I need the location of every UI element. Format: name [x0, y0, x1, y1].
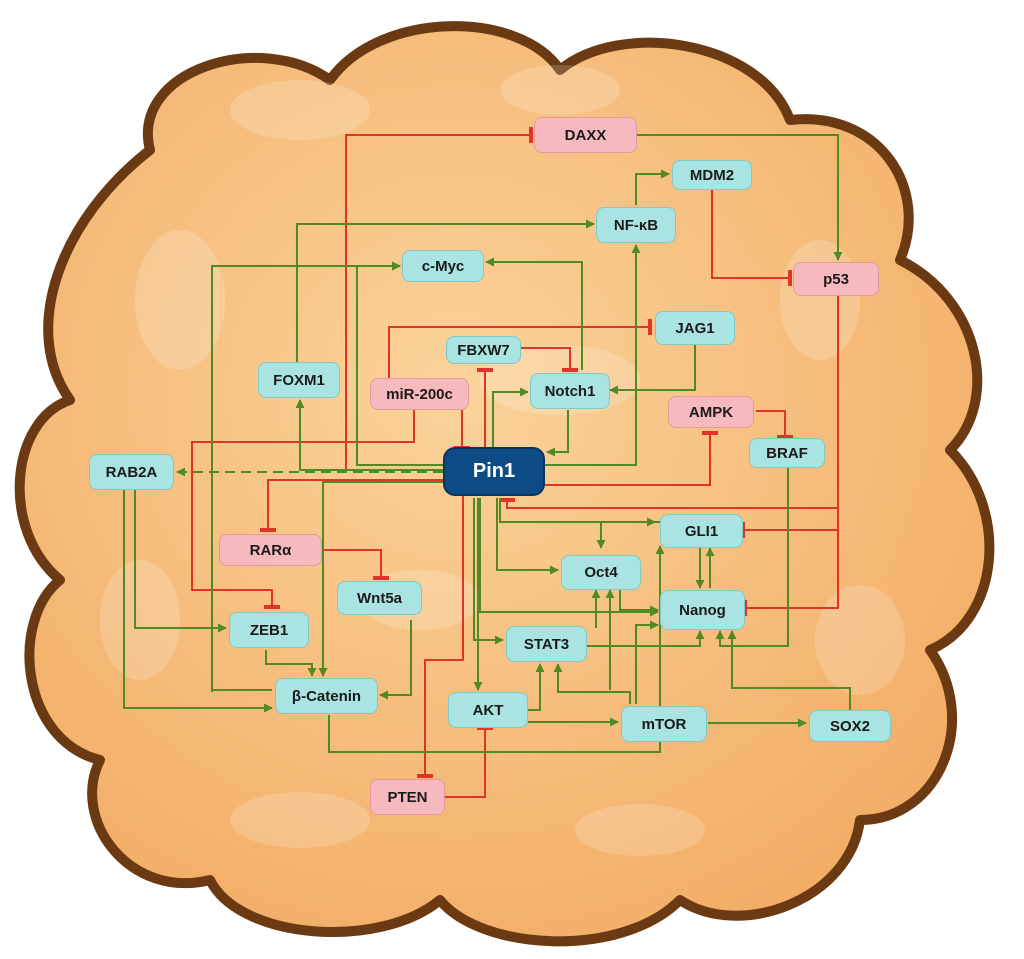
edge-jag1-activates-notch1 — [609, 345, 696, 395]
activation-edges — [123, 134, 851, 753]
node-daxx[interactable]: DAXX — [534, 117, 637, 153]
edge-pin1-activates-notch1 — [492, 387, 529, 455]
edge-foxm1-activates-nfkb — [296, 219, 595, 362]
node-pten[interactable]: PTEN — [370, 779, 445, 815]
node-gli1[interactable]: GLI1 — [660, 514, 743, 548]
edge-wnt5a-activates-bcatenin — [379, 620, 412, 700]
edge-fbxw7-inhibits-notch1 — [521, 347, 578, 372]
edge-pin1-activates-stat3 — [473, 498, 504, 645]
node-wnt5a[interactable]: Wnt5a — [337, 581, 422, 615]
edge-zeb1-activates-bcatenin — [265, 650, 317, 677]
edge-pin1-activates-nfkb — [545, 244, 641, 466]
node-zeb1[interactable]: ZEB1 — [229, 612, 309, 648]
edge-pin1-activates-oct4 — [496, 498, 559, 575]
edge-pin1-activates-bcatenin — [318, 481, 443, 677]
node-notch1[interactable]: Notch1 — [530, 373, 610, 409]
edge-rara-inhibits-wnt5a — [322, 549, 389, 580]
edge-daxx-activates-p53 — [637, 134, 843, 261]
edge-notch1-activates-pin1 — [546, 410, 569, 457]
edge-activates-cmyc-left — [211, 261, 401, 692]
node-oct4[interactable]: Oct4 — [561, 555, 641, 590]
edge-akt-activates-stat3 — [528, 663, 545, 711]
edge-p53-inhibits-pin1 — [499, 498, 838, 509]
edge-notch1-activates-cmyc — [485, 257, 583, 370]
edge-inhibits-jag1 — [388, 319, 652, 378]
node-sox2[interactable]: SOX2 — [809, 710, 891, 742]
node-pin1-hub[interactable]: Pin1 — [443, 447, 545, 496]
edge-pin1-inhibits-ampk — [545, 431, 718, 486]
edge-sox2-activates-nanog — [727, 630, 851, 710]
edge-braf-activates-nanog — [715, 466, 789, 647]
node-cmyc[interactable]: c-Myc — [402, 250, 484, 282]
edge-p53-inhibits-nanog — [743, 508, 839, 616]
edge-mtor-activates-stat3 — [553, 663, 631, 704]
node-stat3[interactable]: STAT3 — [506, 626, 587, 662]
node-rab2a[interactable]: RAB2A — [89, 454, 174, 490]
edge-nfkb-activates-mdm2 — [635, 169, 670, 205]
node-mtor[interactable]: mTOR — [621, 706, 707, 742]
node-fbxw7[interactable]: FBXW7 — [446, 336, 521, 364]
edge-ampk-inhibits-braf — [756, 410, 793, 439]
edge-mtor-activates-nanog — [635, 620, 659, 704]
node-rara[interactable]: RARα — [219, 534, 322, 566]
edge-mir200c-inhibits-zeb1 — [191, 410, 415, 609]
node-braf[interactable]: BRAF — [749, 438, 825, 468]
node-p53[interactable]: p53 — [793, 262, 879, 296]
edge-mdm2-inhibits-p53 — [711, 188, 792, 286]
edge-pin1-inhibits-pten — [417, 490, 464, 778]
node-bcatenin[interactable]: β-Catenin — [275, 678, 378, 714]
edge-gli1-activates-oct4 — [596, 521, 660, 549]
edge-rab2a-activates-zeb1 — [134, 490, 227, 633]
edge-stat3-activates-nanog — [587, 630, 705, 647]
edge-bcatenin-activates-pin1-loop — [328, 545, 665, 753]
node-foxm1[interactable]: FOXM1 — [258, 362, 340, 398]
inhibition-edges — [191, 127, 839, 798]
node-nanog[interactable]: Nanog — [660, 590, 745, 630]
node-nfkb[interactable]: NF-κB — [596, 207, 676, 243]
edge-pin1-activates-foxm1 — [295, 399, 443, 471]
node-mdm2[interactable]: MDM2 — [672, 160, 752, 190]
node-akt[interactable]: AKT — [448, 692, 528, 728]
node-ampk[interactable]: AMPK — [668, 396, 754, 428]
edge-pin1-activates-nanog — [479, 498, 659, 617]
edge-pin1-inhibits-rara — [260, 479, 443, 532]
node-jag1[interactable]: JAG1 — [655, 311, 735, 345]
edge-rab2a-activates-bcatenin — [123, 490, 273, 713]
edge-oct4-activates-nanog — [619, 590, 659, 615]
node-mir200c[interactable]: miR-200c — [370, 378, 469, 410]
